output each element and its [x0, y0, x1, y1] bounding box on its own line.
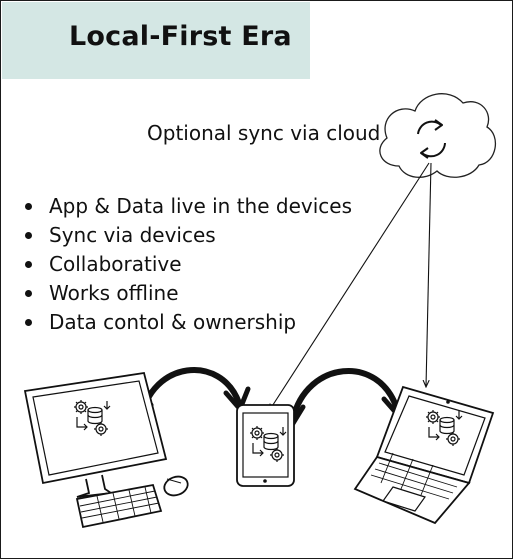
- desktop-computer-icon: [23, 371, 189, 529]
- laptop-icon: [353, 385, 495, 525]
- feature-item: Data contol & ownership: [23, 308, 352, 337]
- cloud-sync-label: Optional sync via cloud: [147, 121, 381, 145]
- cloud-to-tablet-line: [269, 162, 430, 411]
- feature-item: Works offline: [23, 279, 352, 308]
- tablet-laptop-arrow: [278, 368, 409, 428]
- tablet-icon: [236, 404, 295, 487]
- feature-item: App & Data live in the devices: [23, 192, 352, 221]
- feature-list: App & Data live in the devices Sync via …: [23, 192, 352, 337]
- sync-icon: [417, 119, 446, 159]
- title-band: [2, 2, 310, 79]
- feature-item: Collaborative: [23, 250, 352, 279]
- cloud-icon: [379, 93, 497, 178]
- cloud-to-laptop-line: [426, 162, 432, 387]
- feature-item: Sync via devices: [23, 221, 352, 250]
- diagram-title: Local-First Era: [69, 21, 292, 52]
